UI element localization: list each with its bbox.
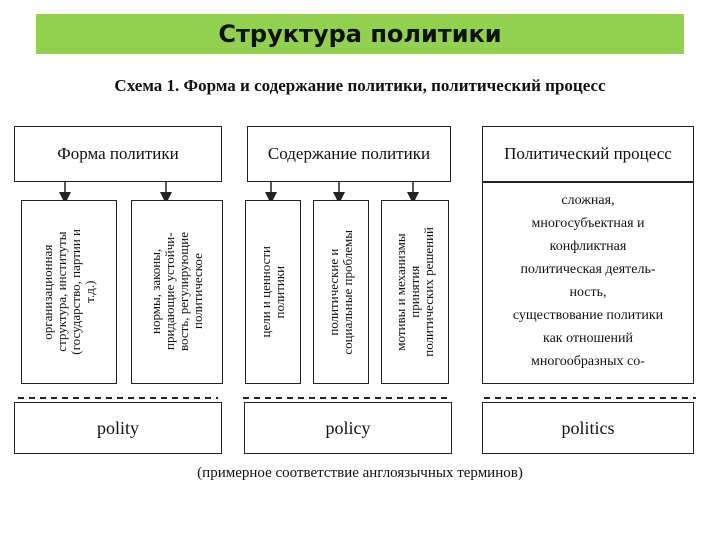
process-line: существование политики (512, 308, 664, 323)
item-content-goals-text: цели и ценности политики (258, 246, 287, 338)
process-line: многосубъектная и (531, 216, 645, 231)
item-process-description: сложная, многосубъектная и конфликтная п… (482, 182, 694, 384)
process-line: политическая деятель- (520, 262, 656, 277)
header-form: Форма политики (14, 126, 222, 182)
item-content-problems: политические и социальные проблемы (313, 200, 369, 384)
term-polity-label: polity (96, 417, 139, 438)
term-politics-label: politics (561, 417, 615, 438)
item-content-goals: цели и ценности политики (245, 200, 301, 384)
header-process-label: Политический процесс (504, 144, 672, 163)
item-content-motives: мотивы и механизмы принятия политических… (381, 200, 449, 384)
process-line: многообразных со- (531, 354, 645, 369)
header-content-label: Содержание политики (267, 144, 431, 163)
item-form-norms-text: нормы, законы, придающие устойчи- вость,… (148, 232, 205, 352)
item-form-structure-text: организационная структура, институты (го… (40, 229, 97, 355)
process-line: сложная, (561, 193, 615, 208)
header-process: Политический процесс (482, 126, 694, 182)
title-banner: Структура политики (36, 14, 684, 54)
term-politics: politics (482, 402, 694, 454)
header-content: Содержание политики (247, 126, 451, 182)
term-policy-label: policy (325, 417, 371, 438)
footnote: (примерное соответствие англоязычных тер… (197, 465, 523, 481)
process-line: ность, (569, 285, 607, 300)
process-description-text: сложная, многосубъектная и конфликтная п… (483, 183, 693, 373)
item-form-norms: нормы, законы, придающие устойчи- вость,… (131, 200, 223, 384)
item-content-problems-text: политические и социальные проблемы (326, 229, 355, 355)
item-content-motives-text: мотивы и механизмы принятия политических… (393, 227, 436, 357)
slide-title: Структура политики (218, 20, 502, 48)
term-policy: policy (244, 402, 452, 454)
term-polity: polity (14, 402, 222, 454)
process-line: как отношений (542, 331, 633, 346)
process-line: конфликтная (549, 239, 627, 254)
item-form-structure: организационная структура, институты (го… (21, 200, 117, 384)
header-form-label: Форма политики (57, 144, 179, 163)
scheme-subtitle: Схема 1. Форма и содержание политики, по… (114, 76, 606, 95)
